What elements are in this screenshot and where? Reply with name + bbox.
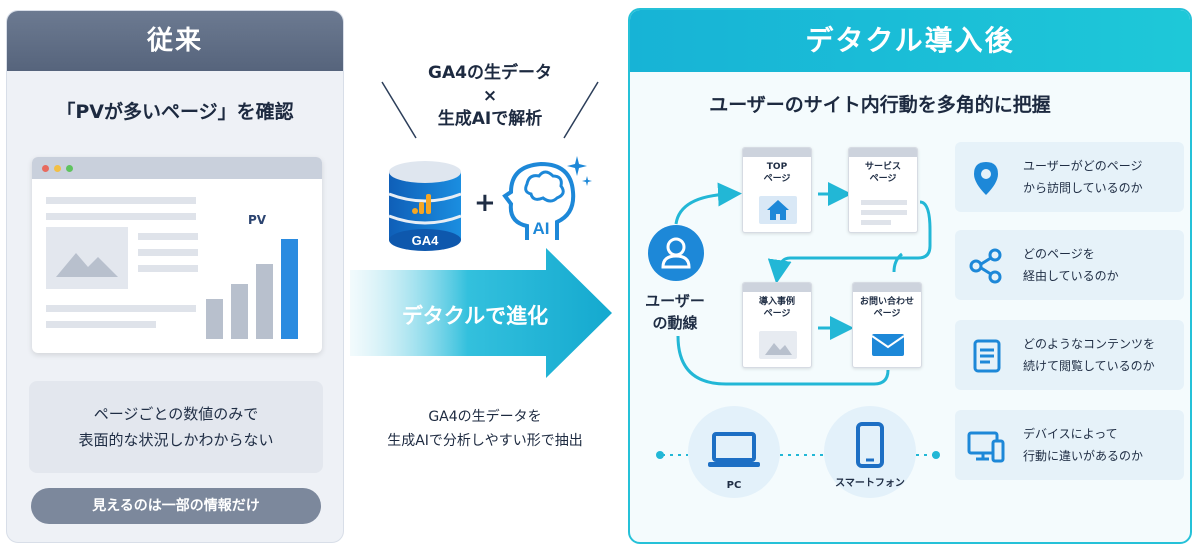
info-card-content: どのようなコンテンツを 続けて閲覧しているのか [955, 320, 1184, 390]
process-description: GA4の生データ × 生成AIで解析 [380, 62, 600, 131]
page-card-label: お問い合わせ [859, 297, 914, 307]
after-header: デタクル導入後 [630, 10, 1190, 72]
page-card-case-study: 導入事例 ページ [742, 282, 812, 368]
process-line: 生成AIで解析 [437, 109, 543, 129]
minimize-dot-icon [54, 165, 61, 172]
info-text-line: から訪問しているのか [1023, 181, 1143, 195]
smartphone-icon [856, 422, 884, 468]
extraction-description: GA4の生データを 生成AIで分析しやすい形で抽出 [350, 405, 620, 453]
after-subtitle: ユーザーのサイト内行動を多角的に把握 [709, 94, 1051, 116]
placeholder-line [46, 197, 196, 204]
process-line: × [482, 86, 498, 106]
info-card-device: デバイスによって 行動に違いがあるのか [955, 410, 1184, 480]
browser-mockup: PV [32, 157, 322, 353]
extraction-line: 生成AIで分析しやすい形で抽出 [387, 433, 583, 449]
ai-label: AI [533, 219, 550, 238]
sparkle-icon [582, 176, 592, 186]
info-text-line: 行動に違いがあるのか [1023, 449, 1144, 463]
devices-icon [967, 431, 1005, 463]
smartphone-device [824, 406, 916, 498]
maximize-dot-icon [66, 165, 73, 172]
placeholder-line [46, 321, 156, 328]
pv-bar [206, 299, 223, 339]
page-card-label: 導入事例 [758, 297, 795, 307]
limitation-pill: 見えるのは一部の情報だけ [31, 488, 321, 524]
close-dot-icon [42, 165, 49, 172]
location-pin-icon [974, 162, 998, 195]
page-card-top: TOP ページ [742, 147, 812, 233]
info-text-line: 続けて閲覧しているのか [1023, 359, 1155, 373]
page-card-contact: お問い合わせ ページ [852, 282, 922, 368]
info-text-line: どのようなコンテンツを [1023, 337, 1156, 351]
pv-bar [256, 264, 273, 339]
home-icon [767, 200, 789, 220]
pc-device [688, 406, 780, 498]
info-card-entry-page: ユーザーがどのページ から訪問しているのか [955, 142, 1184, 212]
browser-titlebar [32, 157, 322, 179]
before-header: 従来 [7, 11, 343, 71]
ga4-database-icon: GA4 [388, 161, 462, 251]
info-text-line: デバイスによって [1023, 427, 1118, 441]
before-description: ページごとの数値のみで 表面的な状況しかわからない [29, 381, 323, 473]
pv-bar [281, 239, 298, 339]
evolution-label: デタクルで進化 [401, 304, 549, 328]
pc-label: PC [726, 480, 742, 491]
extraction-line: GA4の生データを [428, 409, 542, 425]
placeholder-line [138, 233, 198, 240]
page-card-service: サービス ページ [848, 147, 918, 233]
page-card-label: ページ [763, 174, 791, 184]
mountain-image-icon [56, 253, 118, 277]
ga4-label: GA4 [412, 233, 440, 248]
placeholder-line [46, 213, 196, 220]
process-line: GA4の生データ [428, 63, 552, 83]
after-panel: デタクル導入後 ユーザーのサイト内行動を多角的に把握 [628, 8, 1192, 544]
placeholder-line [138, 265, 198, 272]
image-icon [765, 343, 792, 355]
share-nodes-icon [969, 248, 1002, 284]
pv-label: PV [248, 213, 267, 227]
user-avatar [648, 225, 704, 281]
description-line: 表面的な状況しかわからない [78, 431, 274, 449]
mail-icon [871, 334, 905, 356]
smartphone-label: スマートフォン [835, 478, 905, 489]
page-card-label: サービス [864, 162, 901, 172]
user-label-line: の動線 [652, 314, 698, 332]
evolution-arrow [350, 248, 612, 378]
description-line: ページごとの数値のみで [93, 405, 259, 423]
image-placeholder [46, 227, 128, 289]
plus-icon: + [474, 188, 496, 218]
user-icon [661, 237, 691, 269]
page-card-label: ページ [763, 309, 791, 319]
page-card-label: ページ [873, 309, 901, 319]
info-text-line: 経由しているのか [1023, 269, 1119, 283]
before-subtitle: 「PVが多いページ」を確認 [56, 101, 294, 123]
info-card-path: どのページを 経由しているのか [955, 230, 1184, 300]
placeholder-line [138, 249, 198, 256]
user-flow-label: ユーザー の動線 [640, 290, 710, 334]
laptop-icon [708, 432, 760, 467]
document-icon [973, 339, 1001, 373]
sparkle-icon [567, 156, 587, 176]
user-label-line: ユーザー [645, 292, 705, 310]
ai-head-icon: AI [502, 156, 592, 240]
page-card-label: ページ [869, 174, 897, 184]
info-text-line: どのページを [1023, 247, 1095, 261]
bracket-lines [381, 81, 599, 139]
before-panel: 従来 「PVが多いページ」を確認 PV ページごとの数値のみで 表面的な状況しか… [6, 10, 344, 543]
page-card-label: TOP [766, 162, 788, 172]
info-text-line: ユーザーがどのページ [1023, 159, 1143, 173]
pv-bar [231, 284, 248, 339]
placeholder-line [46, 305, 196, 312]
user-flow-arrows [656, 182, 940, 459]
